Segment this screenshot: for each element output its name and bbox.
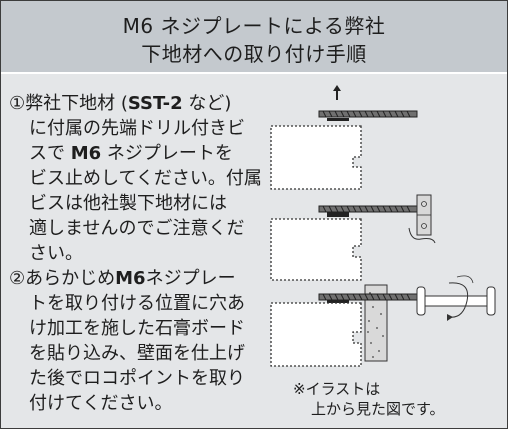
step-1-line-1-text: ①弊社下地材 (: [9, 93, 128, 114]
nut-plate-icon: [318, 205, 418, 217]
step-1-line-3-text: スで: [29, 143, 71, 164]
step-1-model-name: SST-2: [127, 93, 183, 114]
step-2-line-6: 付けてください。: [29, 393, 173, 414]
panel-header: M6 ネジプレートによる弊社 下地材への取り付け手順: [1, 1, 507, 74]
gypsum-board: [364, 284, 388, 362]
step-1-line-3-tail: ネジプレートを: [101, 143, 233, 164]
step-1-line-1: ①弊社下地材 (SST-2 など): [9, 92, 231, 116]
step-2-line-1-text: ②あらかじめ: [9, 268, 116, 289]
step-1-line-5: ビスは他社製下地材には: [29, 193, 227, 214]
step-1-line-6: 適しませんのでご注意くだ: [29, 218, 245, 239]
step-2-line-5: た後でロコポイントを取り: [29, 368, 245, 389]
step-1-line-3: スで M6 ネジプレートを: [29, 142, 233, 166]
step-1-line-2: に付属の先端ドリル付きビ: [29, 118, 245, 139]
step-2-line-1: ②あらかじめM6ネジプレー: [9, 267, 236, 291]
figure-3: [270, 275, 496, 367]
illustration-note-line-2: 上から見た図です。: [311, 400, 445, 418]
title-line-2: 下地材への取り付け手順: [141, 42, 367, 66]
nut-plate-icon: [318, 293, 418, 305]
step-2-line-3: け加工を施した石膏ボード: [29, 318, 245, 339]
step-1-plate-name: M6: [70, 143, 102, 164]
plate-screw-icon: [408, 194, 436, 244]
figure-2: [270, 194, 436, 281]
illustration-note-line-1: ※イラストは: [293, 380, 381, 398]
step-1-line-7: さい。: [29, 243, 83, 264]
nut-plate-icon: [318, 110, 418, 121]
figure-1: [270, 85, 418, 190]
step-2-line-2: トを取り付ける位置に穴あ: [29, 293, 245, 314]
step-2-plate-name: M6: [115, 268, 146, 289]
wall-stud-icon: [270, 218, 362, 281]
title-line-1: M6 ネジプレートによる弊社: [122, 14, 386, 38]
screw-arrow-icon: [333, 85, 341, 100]
step-1-line-4: ビス止めしてください。付属: [29, 168, 262, 189]
step-1-line-1-tail: など): [182, 93, 232, 114]
wall-stud-icon: [270, 125, 362, 190]
loco-point-rotate-icon: [416, 275, 496, 321]
wall-stud-icon: [270, 302, 362, 367]
step-2-line-4: を貼り込み、壁面を仕上げ: [29, 343, 245, 364]
step-2-line-1-tail: ネジプレー: [145, 268, 236, 289]
